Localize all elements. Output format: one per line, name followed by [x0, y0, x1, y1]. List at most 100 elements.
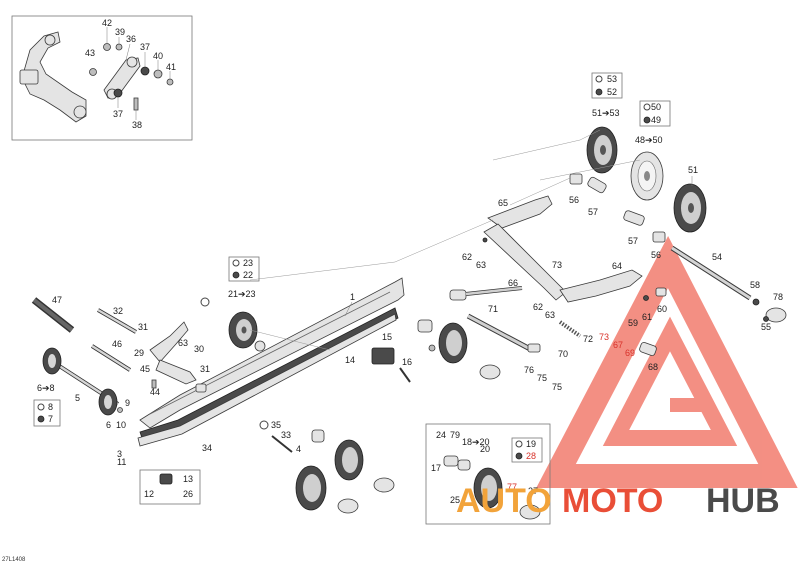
- spacer-56a: [569, 173, 583, 185]
- callout-1: 1: [350, 292, 355, 302]
- callout-73: 73: [552, 260, 562, 270]
- callout-78: 78: [773, 292, 783, 302]
- callout-24: 79: [450, 430, 460, 440]
- callout-75: 75: [552, 382, 562, 392]
- callout-74: 71: [488, 304, 498, 314]
- callout-71: 72: [583, 334, 593, 344]
- callout-60: 60: [657, 304, 667, 314]
- callout-9: 9: [125, 398, 130, 408]
- inset-box-top-left: 42 39 43 36 37 40 41 37 38: [11, 15, 193, 141]
- callout-62a: 62: [462, 252, 472, 262]
- callout-27: 25: [450, 495, 460, 505]
- callout-28: 17: [431, 463, 441, 473]
- callout-57a: 57: [588, 207, 598, 217]
- shaft-57b: [623, 210, 645, 226]
- callout-20: 19: [526, 439, 536, 449]
- rear-arm-group: 65 62 63 66 64 73 60 61 59 68 73 67 69: [462, 195, 667, 372]
- callout-6-8: 6➔8: [37, 383, 55, 393]
- callout-46: 46: [112, 339, 122, 349]
- spring-72: [558, 320, 582, 338]
- callout-23: 23: [243, 258, 253, 268]
- callout-30: 30: [194, 344, 204, 354]
- callout-3: 11: [117, 457, 126, 467]
- callout-79: 18➔20: [462, 437, 490, 447]
- spacer-56b: [652, 231, 666, 243]
- callout-37b: 37: [113, 109, 123, 119]
- watermark-logo: [536, 235, 798, 488]
- washer-39-icon: [115, 43, 123, 51]
- upper-wheels-group: 53 52 51➔53 50 49 48➔50 51 56 57 57 56: [492, 72, 787, 332]
- callout-15: 15: [382, 332, 392, 342]
- lower-wheels: 35 33 4 3 11 13 12 26: [117, 420, 395, 514]
- callout-73r: 73: [599, 332, 609, 342]
- callout-49: 49: [651, 115, 661, 125]
- callout-58: 58: [750, 280, 760, 290]
- callout-5: 5: [75, 393, 80, 403]
- callout-53: 53: [607, 74, 617, 84]
- bearing-37-icon: [140, 66, 150, 76]
- callout-61: 61: [642, 312, 652, 322]
- callout-8: 8: [48, 402, 53, 412]
- callout-63a: 63: [476, 260, 486, 270]
- nut-43-icon: [89, 68, 97, 76]
- callout-56a: 56: [569, 195, 579, 205]
- callout-76: 75: [537, 373, 547, 383]
- washer-42-icon: [103, 43, 111, 51]
- slide-rail-1: [139, 277, 405, 429]
- callout-56b: 56: [651, 250, 661, 260]
- callout-33: 4: [296, 444, 301, 454]
- callout-29: 29: [134, 348, 144, 358]
- callout-52: 52: [607, 87, 617, 97]
- callout-39: 39: [115, 27, 125, 37]
- callout-42: 42: [102, 18, 112, 28]
- callout-63b: 63: [545, 310, 555, 320]
- callout-70: 76: [524, 365, 534, 375]
- watermark-text: AUTO MOTO HUB: [456, 482, 780, 520]
- callout-38: 38: [132, 120, 142, 130]
- washer-40-icon: [153, 69, 163, 79]
- watermark-moto: MOTO: [562, 482, 663, 520]
- callout-51-53: 51➔53: [592, 108, 620, 118]
- callout-14: 14: [345, 355, 355, 365]
- diagram-code: 27L1408: [2, 557, 26, 563]
- callout-68: 68: [648, 362, 658, 372]
- callout-40: 40: [153, 51, 163, 61]
- bearing-37b-icon: [113, 88, 123, 98]
- callout-31b: 31: [200, 364, 210, 374]
- callout-6: 6: [106, 420, 111, 430]
- callout-59: 59: [628, 318, 638, 328]
- left-assembly: 47 32 46 6➔8 5 8 7 9 6 10 31 63 30 29 31: [31, 295, 210, 430]
- callout-63c: 63: [178, 338, 188, 348]
- callout-18-20: 20: [480, 444, 490, 454]
- callout-47: 47: [52, 295, 62, 305]
- callout-21-23: 21➔23: [228, 289, 256, 299]
- callout-65: 65: [498, 198, 508, 208]
- callout-69: 69: [625, 348, 635, 358]
- shaft-57a: [587, 176, 607, 194]
- callout-41: 41: [166, 62, 176, 72]
- callout-11: 13: [183, 474, 193, 484]
- callout-45: 45: [140, 364, 150, 374]
- nut-41-icon: [166, 78, 174, 86]
- wheel-21-group: 23 22 21➔23: [200, 256, 331, 352]
- callout-31a: 31: [138, 322, 148, 332]
- callout-66: 66: [508, 278, 518, 288]
- callout-2: 34: [202, 443, 212, 453]
- callout-12: 26: [183, 489, 193, 499]
- callout-17: 77: [507, 482, 517, 492]
- callout-44: 44: [150, 387, 160, 397]
- callout-62b: 62: [533, 302, 543, 312]
- callout-26: 24: [436, 430, 446, 440]
- callout-37: 37: [140, 42, 150, 52]
- callout-57b: 57: [628, 236, 638, 246]
- callout-22: 22: [243, 270, 253, 280]
- watermark-auto: AUTO: [456, 482, 552, 520]
- middle-shock-group: 71 62 63 72 70 76 75 75: [417, 286, 593, 392]
- callout-19: 28: [526, 451, 536, 461]
- rear-arm-64: [559, 269, 643, 303]
- watermark-hub: HUB: [706, 482, 780, 520]
- callout-10: 10: [116, 420, 126, 430]
- callout-55: 55: [761, 322, 771, 332]
- callout-16: 16: [402, 357, 412, 367]
- callout-72: 70: [558, 349, 568, 359]
